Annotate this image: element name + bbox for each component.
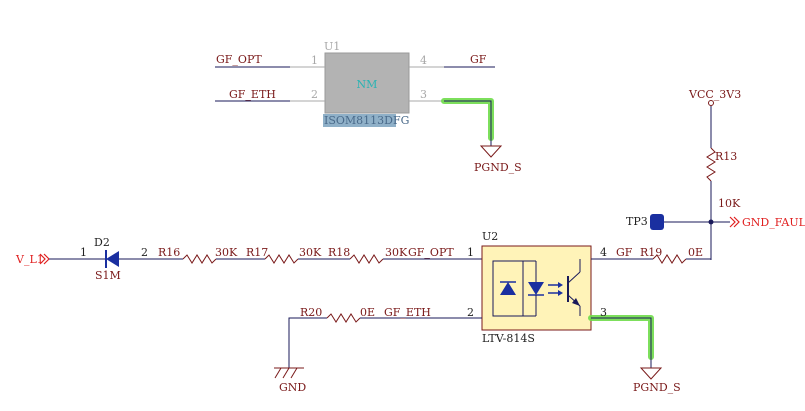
r17-resistor[interactable]	[264, 254, 299, 264]
r16-ref: R16	[158, 246, 180, 259]
u1-pin2-num: 2	[311, 88, 318, 101]
vl1-port-arrow-1	[39, 253, 46, 265]
u1-component[interactable]: U1 NM ISOM8113DFG 1 2 4 3	[290, 40, 444, 127]
r18-resistor[interactable]	[349, 254, 384, 264]
gf-eth-label: GF_ETH	[384, 306, 431, 319]
u2-pgnd-symbol	[639, 367, 663, 380]
vcc-label: VCC_3V3	[688, 88, 741, 101]
u1-net2-label: GF_ETH	[229, 88, 276, 101]
u2-gf-label: GF	[616, 246, 633, 259]
u2-pin3-num: 3	[600, 306, 607, 319]
u2-gnd-wire	[591, 317, 652, 368]
u2-pin1-num: 1	[467, 246, 474, 259]
gnd-r20-wire	[288, 317, 327, 368]
fault-port-label[interactable]: GND_FAULT	[742, 216, 805, 229]
tp3-testpoint[interactable]	[650, 214, 664, 230]
r19-value: 0E	[688, 246, 703, 259]
u1-pin3-num: 3	[420, 88, 427, 101]
r16-value: 30K	[215, 246, 238, 259]
d2-diode[interactable]	[105, 250, 119, 268]
u2-pgnd-label: PGND_S	[633, 381, 681, 394]
u1-gnd-wire	[444, 100, 492, 146]
u1-pin4-num: 4	[420, 54, 427, 67]
r17-value: 30K	[299, 246, 322, 259]
d2-part: S1M	[95, 269, 121, 282]
r18-value: 30K	[385, 246, 408, 259]
u1-pin1-num: 1	[311, 54, 318, 67]
u2-part: LTV-814S	[482, 332, 535, 345]
gf-opt-label: GF_OPT	[408, 246, 454, 259]
fault-port-arrow-2	[733, 216, 740, 228]
u1-net1-label: GF_OPT	[216, 53, 262, 66]
u1-pgnd-label: PGND_S	[474, 161, 522, 174]
r19-vcc-wire	[686, 258, 712, 260]
u1-ref: U1	[324, 40, 340, 53]
tp3-label: TP3	[626, 215, 648, 228]
gnd-label: GND	[279, 381, 306, 394]
u1-part: ISOM8113DFG	[324, 114, 409, 127]
r13-resistor[interactable]	[706, 147, 716, 182]
u2-gnd-highlight	[588, 315, 654, 360]
r18-ref: R18	[328, 246, 350, 259]
vcc-pin-icon	[708, 100, 714, 106]
vl1-port-label[interactable]: V_L1	[15, 253, 44, 266]
r13-value: 10K	[718, 197, 741, 210]
u1-body	[324, 52, 410, 114]
u2-ref: U2	[482, 230, 498, 243]
u1-part-highlight	[323, 114, 396, 127]
r17-ref: R17	[246, 246, 268, 259]
d2-pin2: 2	[141, 246, 148, 259]
u1-pgnd-symbol	[479, 145, 503, 158]
u2-led2-icon	[528, 282, 544, 295]
u2-led-frame	[492, 260, 524, 317]
d2-pin1: 1	[80, 246, 87, 259]
r19-ref: R19	[640, 246, 662, 259]
r20-ref: R20	[300, 306, 322, 319]
u2-led1-icon	[500, 282, 516, 295]
u2-optocoupler[interactable]	[481, 245, 592, 331]
u2-pin2-num: 2	[467, 306, 474, 319]
r13-ref: R13	[715, 150, 737, 163]
u2-pin4-num: 4	[600, 246, 607, 259]
r19-resistor[interactable]	[652, 254, 687, 264]
u1-value: NM	[357, 78, 378, 91]
u1-gnd-highlight	[441, 98, 494, 141]
fault-port-arrow-1	[729, 216, 736, 228]
u1-net4-label: GF	[470, 53, 487, 66]
d2-ref: D2	[94, 236, 110, 249]
r20-resistor[interactable]	[326, 313, 361, 323]
r16-resistor[interactable]	[182, 254, 217, 264]
gnd-icon	[274, 367, 304, 379]
r20-value: 0E	[360, 306, 375, 319]
